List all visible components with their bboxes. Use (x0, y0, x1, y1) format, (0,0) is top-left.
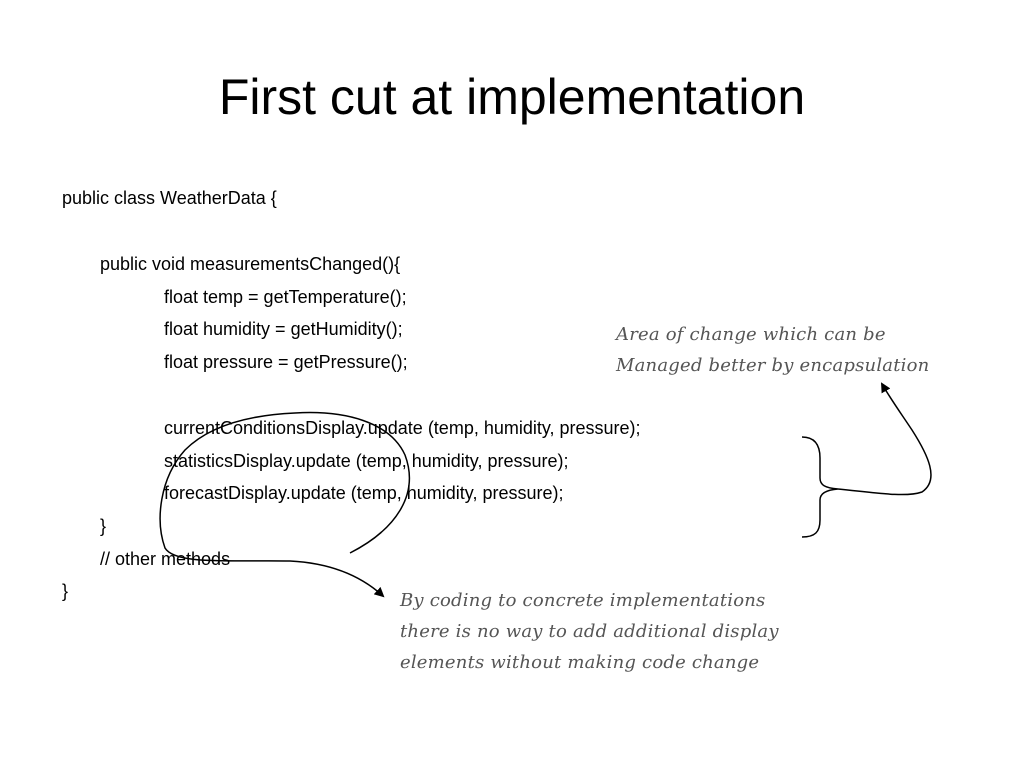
code-line: } (100, 516, 107, 536)
annotation-text-line: By coding to concrete implementations (400, 590, 766, 611)
code-line: forecastDisplay.update (temp, humidity, … (164, 483, 564, 503)
annotation-text-line: Managed better by encapsulation (616, 355, 930, 376)
code-line: float temp = getTemperature(); (164, 287, 407, 307)
brace-arrow-stroke (837, 382, 932, 496)
code-line: statisticsDisplay.update (temp, humidity… (164, 451, 569, 471)
curly-brace-stroke (801, 436, 839, 538)
code-line: float pressure = getPressure(); (164, 352, 408, 372)
code-line: float humidity = getHumidity(); (164, 319, 403, 339)
code-line: } (62, 581, 69, 601)
annotation-text-line: elements without making code change (400, 652, 760, 673)
code-line: public class WeatherData { (62, 188, 277, 208)
slide-title: First cut at implementation (218, 69, 806, 125)
annotation-text-line: there is no way to add additional displa… (400, 621, 779, 642)
code-line: public void measurementsChanged(){ (100, 254, 401, 274)
code-line: // other methods (100, 549, 231, 569)
annotation-text-line: Area of change which can be (616, 324, 886, 345)
code-line: currentConditionsDisplay.update (temp, h… (164, 418, 641, 438)
